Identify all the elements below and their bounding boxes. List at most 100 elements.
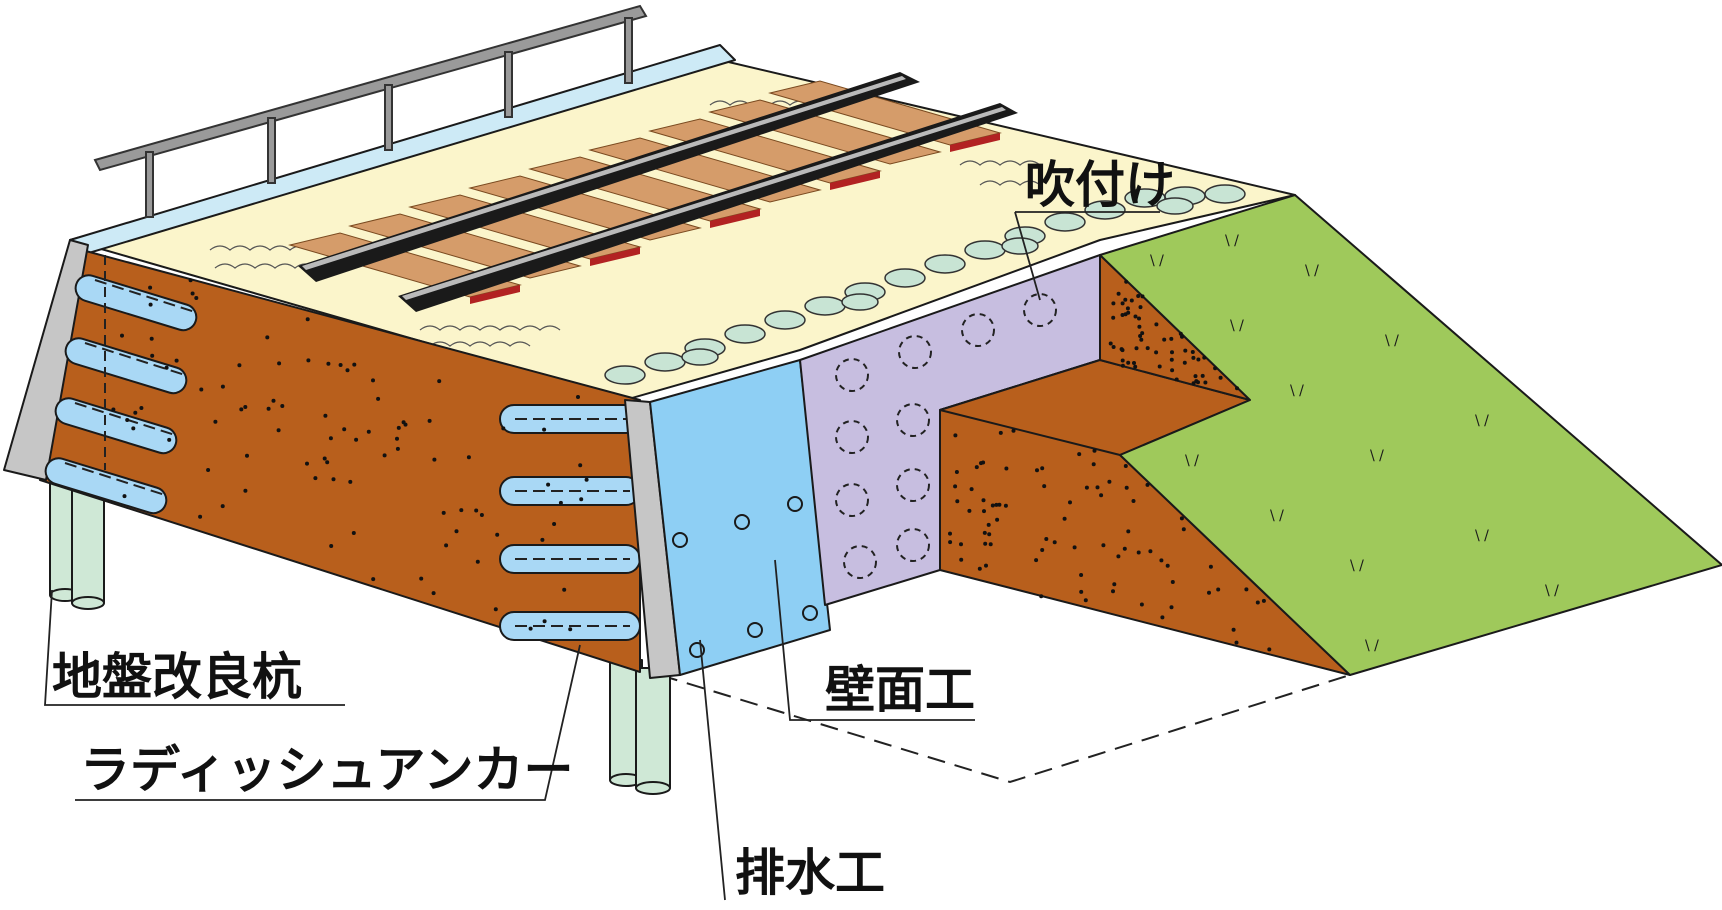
soil-dot: [396, 425, 401, 430]
sprayed-circles: [835, 293, 1057, 579]
soil-dot: [125, 418, 130, 422]
soil-dot: [111, 407, 116, 412]
soil-dot: [1011, 428, 1016, 433]
sleeper-ends: [470, 133, 1000, 304]
grass-tufts: \ /\ /\ / \ /\ /\ / \ /\ /\ / \ /\ /\ / …: [1150, 233, 1559, 654]
soil-dot: [331, 477, 336, 482]
svg-text:\ /: \ /: [1270, 508, 1284, 524]
soil-dot: [1207, 590, 1211, 595]
soil-dot: [1145, 482, 1150, 487]
soil-dot: [431, 591, 436, 596]
soil-dot: [139, 406, 144, 410]
soil-dot: [148, 285, 153, 290]
soil-dot: [986, 522, 991, 527]
soil-dot: [1133, 364, 1138, 369]
soil-dot: [280, 404, 285, 408]
soil-dot: [326, 361, 331, 366]
soil-dot: [982, 509, 986, 514]
soil-dot: [954, 470, 959, 474]
soil-dot: [1180, 334, 1184, 339]
soil-dots: [111, 278, 1272, 652]
soil-dot: [265, 335, 270, 340]
soil-dot: [990, 503, 995, 508]
soil-dot: [237, 363, 242, 368]
soil-dot: [1231, 627, 1236, 632]
soil-dot: [579, 497, 584, 502]
soil-dot: [1119, 347, 1124, 352]
soil-dot: [459, 508, 464, 513]
soil-dot: [1235, 386, 1239, 391]
svg-text:\ /: \ /: [1545, 583, 1559, 599]
soil-dot: [953, 433, 958, 438]
cushion-rolls: [604, 184, 1246, 385]
soil-dot: [305, 461, 309, 466]
soil-dot: [528, 626, 533, 631]
label-ground-improvement-pile: 地盤改良杭: [52, 648, 302, 706]
soil-dot: [239, 407, 244, 412]
soil-dot: [401, 420, 406, 425]
soil-dot: [352, 362, 357, 367]
soil-dot: [306, 358, 311, 363]
soil-dot: [338, 363, 343, 367]
soil-dot: [562, 587, 567, 592]
soil-dot: [351, 531, 356, 535]
soil-dot: [1116, 291, 1121, 296]
soil-dot: [432, 457, 437, 462]
soil-dot: [1132, 361, 1136, 365]
soil-dot: [1052, 540, 1057, 545]
soil-dot: [328, 436, 333, 441]
soil-dot: [174, 358, 179, 363]
soil-dot: [1124, 485, 1129, 490]
soil-dot: [988, 542, 993, 547]
soil-dot: [354, 437, 359, 442]
soil-dot: [1196, 380, 1200, 385]
soil-dot: [150, 353, 155, 358]
soil-dot: [1213, 366, 1218, 371]
soil-dot: [1145, 346, 1150, 351]
soil-dot: [1112, 582, 1117, 587]
soil-dot: [313, 476, 318, 481]
soil-dot: [475, 559, 480, 564]
soil-dot: [1154, 322, 1159, 327]
svg-text:\ /: \ /: [1365, 638, 1379, 654]
soil-dot: [188, 278, 193, 283]
soil-dot: [1244, 587, 1249, 592]
soil-dot: [1170, 350, 1174, 355]
soil-dot: [1111, 315, 1116, 320]
soil-dot: [1160, 615, 1165, 620]
soil-dot: [164, 365, 169, 370]
svg-text:\ /: \ /: [1370, 448, 1384, 464]
soil-dot: [1099, 493, 1104, 498]
soil-dot: [382, 453, 387, 458]
soil-dot: [1139, 602, 1144, 607]
soil-dot: [1116, 554, 1121, 559]
svg-text:\ /: \ /: [1290, 383, 1304, 399]
soil-dot: [1092, 448, 1097, 453]
soil-dot: [305, 317, 310, 322]
soil-dot: [322, 456, 327, 461]
soil-dot: [1111, 589, 1115, 594]
soil-dot: [1169, 605, 1174, 610]
svg-text:\ /: \ /: [1225, 233, 1239, 249]
wall-drain-holes: [672, 496, 818, 658]
soil-dot: [1137, 324, 1142, 329]
soil-dot: [419, 576, 424, 581]
soil-dot: [1035, 468, 1039, 473]
soil-dot: [1193, 374, 1198, 379]
soil-dot: [1140, 294, 1145, 299]
soil-dot: [1196, 357, 1201, 362]
soil-dot: [149, 336, 154, 341]
soil-dot: [1072, 545, 1077, 550]
soil-dot: [454, 529, 459, 534]
soil-dot: [1169, 336, 1174, 341]
soil-dot: [948, 540, 953, 545]
soil-dot: [323, 413, 328, 418]
svg-text:\ /: \ /: [1305, 263, 1319, 279]
soil-dot: [1095, 485, 1100, 490]
soil-dot: [1079, 589, 1084, 594]
soil-dot: [967, 508, 972, 513]
soil-dot: [395, 436, 399, 441]
ground-improvement-piles-left: [49, 469, 105, 610]
soil-dot: [1062, 516, 1067, 521]
